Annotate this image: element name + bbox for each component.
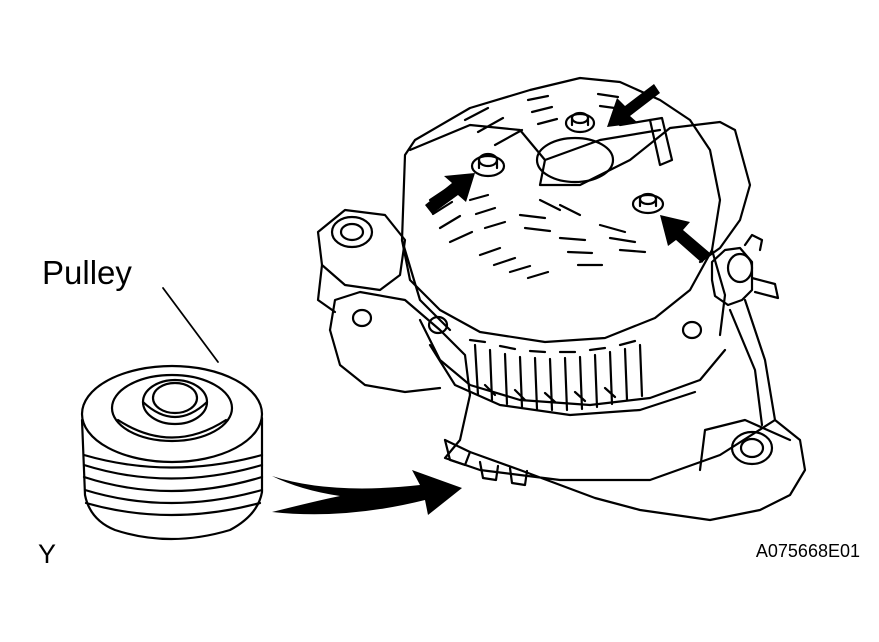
install-arrow (272, 470, 462, 515)
alternator (316, 76, 807, 522)
view-label: Y (38, 539, 57, 569)
pulley (80, 287, 264, 541)
figure-code: A075668E01 (755, 541, 860, 561)
arrow-right (660, 215, 710, 263)
pulley-label: Pulley (42, 254, 132, 291)
arrow-left (425, 173, 475, 214)
bolt-arrows (425, 84, 710, 263)
arrow-top-right (607, 84, 660, 127)
